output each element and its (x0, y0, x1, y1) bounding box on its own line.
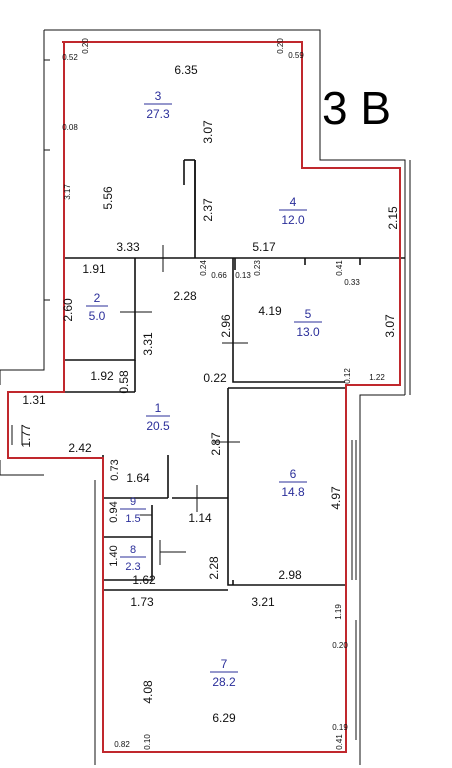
dimension-label: 0.08 (62, 123, 78, 132)
room-8: 8 2.3 (120, 544, 146, 573)
dimension-label: 1.14 (188, 511, 212, 525)
dimension-label: 6.35 (174, 63, 198, 77)
room-number: 6 (290, 467, 297, 481)
room-area: 28.2 (212, 675, 236, 689)
interior-walls (63, 159, 405, 591)
dimension-label: 0.12 (343, 368, 352, 384)
dimension-label: 6.29 (212, 711, 236, 725)
room-6: 6 14.8 (279, 467, 307, 499)
dimension-label: 1.91 (82, 262, 106, 276)
dimension-label: 1.31 (22, 393, 46, 407)
room-number: 5 (305, 307, 312, 321)
dimension-label: 1.22 (369, 373, 385, 382)
room-3: 3 27.3 (144, 89, 172, 121)
dimension-label: 0.10 (143, 734, 152, 750)
thin-walls (0, 29, 411, 765)
dimension-label: 0.19 (332, 723, 348, 732)
door-marks (11, 245, 248, 565)
room-area: 14.8 (281, 485, 305, 499)
dimension-label: 0.58 (117, 370, 131, 394)
dimension-label: 1.40 (108, 545, 120, 566)
room-1: 1 20.5 (146, 401, 170, 433)
dimension-label: 3.07 (201, 120, 215, 144)
dimension-label: 1.19 (334, 604, 343, 620)
dimension-label: 1.92 (90, 369, 114, 383)
room-number: 7 (221, 657, 228, 671)
dimension-label: 5.56 (101, 186, 115, 210)
dimension-label: 1.62 (132, 573, 156, 587)
dimension-label: 0.22 (203, 371, 227, 385)
dimension-label: 1.64 (126, 471, 150, 485)
dimension-label: 2.37 (201, 198, 215, 222)
rooms: 1 20.5 2 5.0 3 27.3 4 12.0 5 13.0 6 14.8 (86, 89, 322, 689)
room-number: 3 (155, 89, 162, 103)
room-number: 8 (130, 544, 136, 556)
dimension-label: 0.20 (276, 38, 285, 54)
room-4: 4 12.0 (279, 195, 307, 227)
dimension-label: 4.19 (258, 304, 282, 318)
room-2: 2 5.0 (86, 291, 108, 323)
dimension-label: 2.42 (68, 441, 92, 455)
dimension-label: 0.20 (81, 38, 90, 54)
dimension-label: 2.28 (173, 289, 197, 303)
dimension-label: 1.77 (19, 424, 33, 448)
room-area: 12.0 (281, 213, 305, 227)
room-number: 9 (130, 496, 136, 508)
room-area: 5.0 (89, 309, 106, 323)
dimension-label: 0.94 (108, 501, 120, 522)
dimension-label: 3.33 (116, 240, 140, 254)
room-number: 2 (94, 291, 101, 305)
apartment-label: 3 В (322, 82, 391, 134)
dimension-label: 0.41 (335, 734, 344, 750)
room-area: 13.0 (296, 325, 320, 339)
room-9: 9 1.5 (120, 496, 146, 525)
dimension-label: 1.73 (130, 595, 154, 609)
dimension-label: 2.96 (219, 314, 233, 338)
dimension-label: 5.17 (252, 240, 276, 254)
room-number: 4 (290, 195, 297, 209)
dimension-labels: 6.35 3.07 5.56 3.17 0.08 0.20 0.52 0.20 … (19, 38, 400, 750)
room-number: 1 (155, 401, 162, 415)
dimension-label: 0.82 (114, 740, 130, 749)
dimension-label: 0.33 (344, 278, 360, 287)
dimension-label: 0.52 (62, 53, 78, 62)
dimension-label: 0.13 (235, 271, 251, 280)
room-7: 7 28.2 (210, 657, 238, 689)
dimension-label: 4.08 (141, 680, 155, 704)
room-area: 1.5 (125, 513, 140, 525)
dimension-label: 4.97 (329, 486, 343, 510)
dimension-label: 0.41 (335, 260, 344, 276)
dimension-label: 0.24 (199, 260, 208, 276)
dimension-label: 2.87 (209, 432, 223, 456)
room-area: 27.3 (146, 107, 170, 121)
dimension-label: 0.66 (211, 271, 227, 280)
room-area: 2.3 (125, 561, 140, 573)
room-area: 20.5 (146, 419, 170, 433)
dimension-label: 0.73 (109, 459, 121, 480)
dimension-label: 3.31 (141, 332, 155, 356)
dimension-label: 3.07 (383, 314, 397, 338)
apartment-outline (7, 41, 401, 753)
room-5: 5 13.0 (294, 307, 322, 339)
dimension-label: 3.21 (251, 595, 275, 609)
dimension-label: 0.59 (288, 51, 304, 60)
dimension-label: 2.98 (278, 568, 302, 582)
dimension-label: 3.17 (63, 184, 72, 200)
dimension-label: 0.23 (253, 260, 262, 276)
dimension-label: 2.15 (386, 206, 400, 230)
dimension-label: 2.28 (207, 556, 221, 580)
dimension-label: 2.60 (61, 298, 75, 322)
dimension-label: 0.20 (332, 641, 348, 650)
